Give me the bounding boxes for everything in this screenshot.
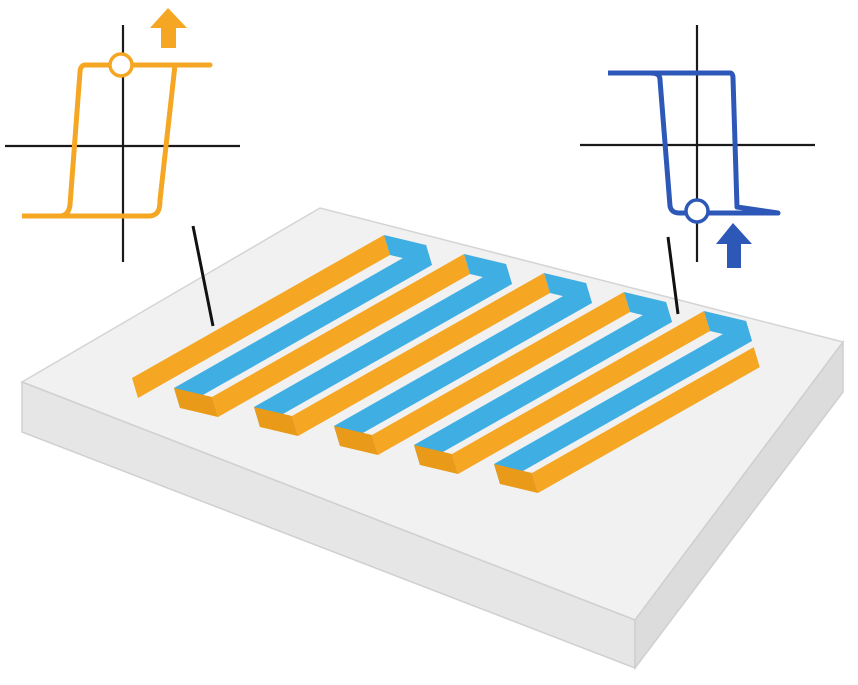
top-connector-2 [464, 254, 512, 284]
left-leader-line [191, 225, 215, 327]
left-hysteresis-plot [5, 8, 240, 262]
blue-finger-2 [254, 264, 512, 427]
right-hysteresis-plot [580, 25, 815, 268]
right-state-marker [684, 198, 710, 224]
orange-finger-4 [372, 292, 630, 455]
right-hysteresis-loop [608, 70, 781, 216]
orange-finger-5 [452, 311, 710, 474]
bottom-connector-2 [254, 407, 298, 436]
orange-finger-1 [132, 235, 390, 398]
top-connector-3 [544, 273, 592, 303]
bottom-connector-4 [414, 445, 458, 474]
interdigitated-electrodes [132, 235, 760, 493]
orange-finger-3 [292, 273, 550, 436]
blue-finger-3 [334, 283, 592, 446]
right-up-arrow-icon [716, 223, 752, 268]
bottom-connector-3 [334, 426, 378, 455]
orange-finger-6 [532, 347, 760, 493]
top-connector-5 [704, 311, 752, 341]
left-hysteresis-loop [22, 62, 213, 219]
bottom-connector-1 [174, 388, 218, 417]
top-connector-4 [624, 292, 672, 322]
top-connector-1 [384, 235, 432, 265]
bottom-connector-5 [494, 464, 538, 493]
substrate-side-face [634, 339, 844, 671]
blue-finger-5 [494, 321, 752, 484]
right-leader-line [666, 236, 680, 315]
left-up-arrow-icon [150, 8, 187, 48]
orange-finger-2 [212, 254, 470, 417]
blue-finger-1 [174, 245, 432, 408]
blue-finger-4 [414, 302, 672, 465]
left-state-marker [108, 52, 134, 78]
